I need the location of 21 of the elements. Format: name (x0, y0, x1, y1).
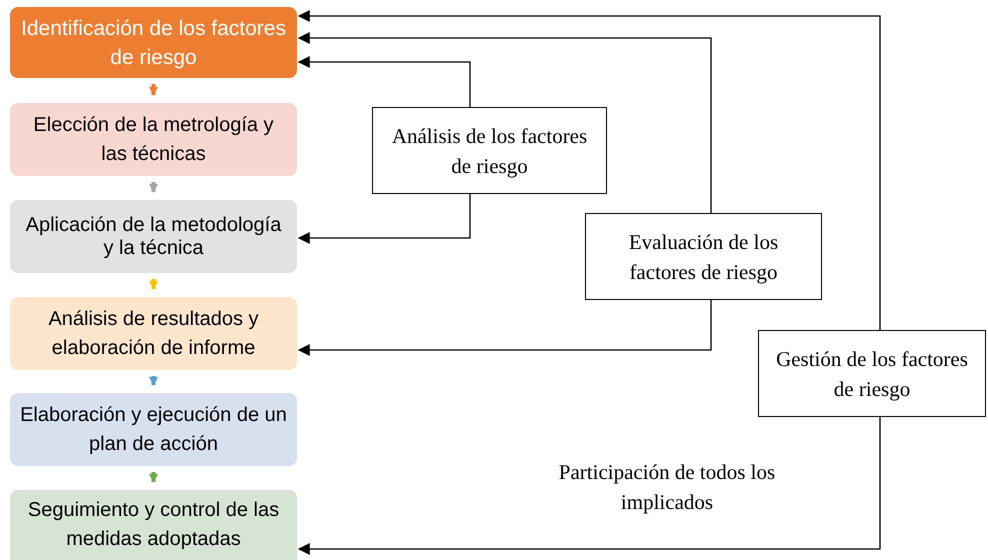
note-text: Participación de todos los implicados (558, 459, 776, 516)
process-box: Evaluación de los factores de riesgo (585, 213, 822, 300)
process-box: Análisis de resultados y elaboración de informe (10, 297, 297, 370)
arrow (298, 194, 471, 244)
arrow (149, 182, 158, 193)
arrow (298, 417, 881, 555)
arrow (149, 472, 158, 483)
process-box: Seguimiento y control de las medidas adoptadas (10, 490, 297, 560)
arrow (298, 32, 712, 213)
process-box: Elección de la metrología y las técnicas (10, 103, 297, 176)
process-box: Aplicación de la metodología y la técnica (10, 200, 297, 273)
arrow (149, 279, 158, 290)
arrow (149, 84, 158, 96)
process-box: Elaboración y ejecución de un plan de acción (10, 393, 297, 466)
arrow (298, 56, 471, 107)
arrow (298, 10, 881, 330)
process-box: Identificación de los factores de riesgo (10, 7, 297, 78)
arrow (298, 300, 712, 356)
process-box: Gestión de los factores de riesgo (758, 330, 986, 417)
arrow (149, 376, 158, 386)
process-box: Análisis de los factores de riesgo (372, 107, 607, 194)
